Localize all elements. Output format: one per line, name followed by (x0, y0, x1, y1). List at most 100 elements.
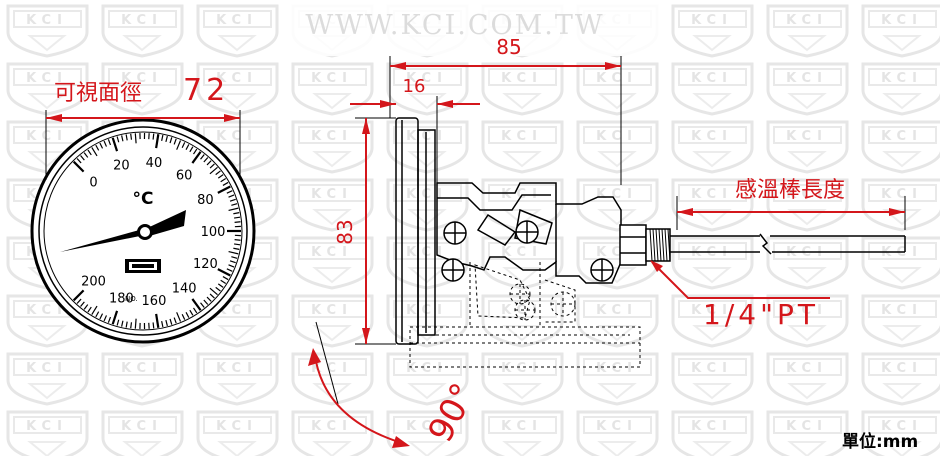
dial-tick (181, 313, 186, 320)
dial-tick (87, 306, 92, 313)
dial-tick (125, 134, 128, 141)
dial-tick (99, 142, 104, 149)
dial-tick (125, 321, 128, 328)
dial-tick (134, 318, 137, 329)
dial-tick-label: 60 (176, 168, 193, 183)
dial-tick (107, 316, 112, 323)
dial-tick (103, 315, 108, 322)
dial-tick (228, 264, 235, 268)
dial-tick (209, 287, 218, 296)
dial-tick (200, 302, 205, 308)
dial-tick (215, 286, 221, 292)
dial-tick (152, 322, 155, 329)
dial-tick (206, 160, 212, 166)
dial-tick (165, 319, 168, 327)
dial-tick (134, 133, 137, 144)
dial-tick (233, 212, 240, 215)
probe-length-dimension: 感溫棒長度 (676, 178, 906, 230)
dial-tick-label: 160 (142, 294, 167, 309)
dial-tick-label: 120 (193, 257, 218, 272)
dial-tick (95, 311, 100, 318)
visible-diameter-label: 可視面徑 (54, 81, 142, 106)
dial-tick (222, 276, 229, 281)
dial-tick (217, 283, 224, 288)
probe-length-label: 感溫棒長度 (735, 178, 845, 203)
dial-tick (103, 140, 108, 147)
thread-label: 1/4"PT (703, 298, 819, 331)
dial-tick (220, 177, 227, 183)
pointer-tail (143, 210, 186, 237)
dial-tick (169, 318, 173, 325)
thread-callout: 1/4"PT (650, 260, 830, 331)
dial-tick (234, 239, 241, 241)
total-length-dimension: 85 (389, 35, 622, 185)
dial-tick-label: 20 (113, 158, 130, 173)
dial-tick (191, 151, 202, 164)
dial-tick (76, 298, 82, 304)
dial-tick (209, 293, 215, 299)
dial-tick (87, 149, 92, 156)
dial-tick-label: 40 (146, 156, 163, 171)
visible-diameter-value: 72 (183, 73, 229, 108)
dial-tick (231, 256, 238, 259)
dial-tick (206, 296, 212, 302)
dial-tick (161, 134, 164, 142)
dial-tick (155, 313, 160, 328)
dial-tick (91, 305, 98, 315)
dial-tick (185, 312, 190, 318)
dial-tick (173, 138, 177, 145)
dial-tick (107, 139, 112, 146)
dial-tick (72, 160, 85, 173)
dial-tick (191, 298, 202, 311)
dial-tick (217, 185, 231, 194)
dial-tick (189, 146, 194, 153)
dial-tick (155, 134, 160, 149)
dial-tick (193, 148, 198, 155)
dial-tick (234, 221, 241, 223)
dial-tick (185, 144, 190, 150)
dial-tick (233, 243, 241, 246)
dial-tick (152, 133, 155, 140)
dial-tick (193, 307, 198, 314)
dial-tick (91, 147, 98, 157)
dial-tick (95, 144, 100, 151)
dial-tick (121, 320, 124, 327)
dial-tick (72, 289, 85, 302)
dial-tick (99, 313, 104, 320)
dial-tick-label: 140 (172, 282, 197, 297)
dial-tick-label: 80 (197, 193, 214, 208)
dial-tick (203, 299, 209, 305)
depth-dimension: 16 (350, 76, 480, 185)
dial-tick (130, 322, 133, 329)
height-value: 83 (333, 219, 357, 244)
dial-tick (209, 166, 218, 175)
dial-tick (226, 190, 233, 194)
dial-tick (228, 207, 239, 212)
dial-tick (116, 136, 120, 143)
nameplate-label: NO. (125, 295, 138, 303)
dial-tick (130, 133, 133, 140)
dial-tick (228, 250, 239, 255)
dial-tick (229, 260, 236, 264)
dial-tick (217, 268, 231, 277)
dial-pointer (60, 229, 145, 252)
dial-tick (181, 142, 186, 149)
dial-tick (229, 198, 236, 202)
unit-note: 單位:mm (842, 431, 918, 452)
dial-unit: °C (133, 189, 154, 209)
gauge-side-view (395, 117, 906, 345)
dial-tick (121, 135, 124, 142)
pointer-hub (137, 224, 153, 240)
visible-diameter-dimension: 可視面徑 72 (45, 73, 241, 180)
height-dimension: 83 (333, 117, 396, 345)
dial-tick (116, 319, 120, 326)
dial-tick-label: 200 (81, 274, 106, 289)
dial-tick (189, 309, 194, 316)
dial-tick (209, 163, 215, 169)
dial-tick (228, 194, 235, 198)
dial-tick (222, 181, 229, 186)
dial-tick (165, 135, 168, 143)
rotated-case-outline (409, 262, 641, 368)
